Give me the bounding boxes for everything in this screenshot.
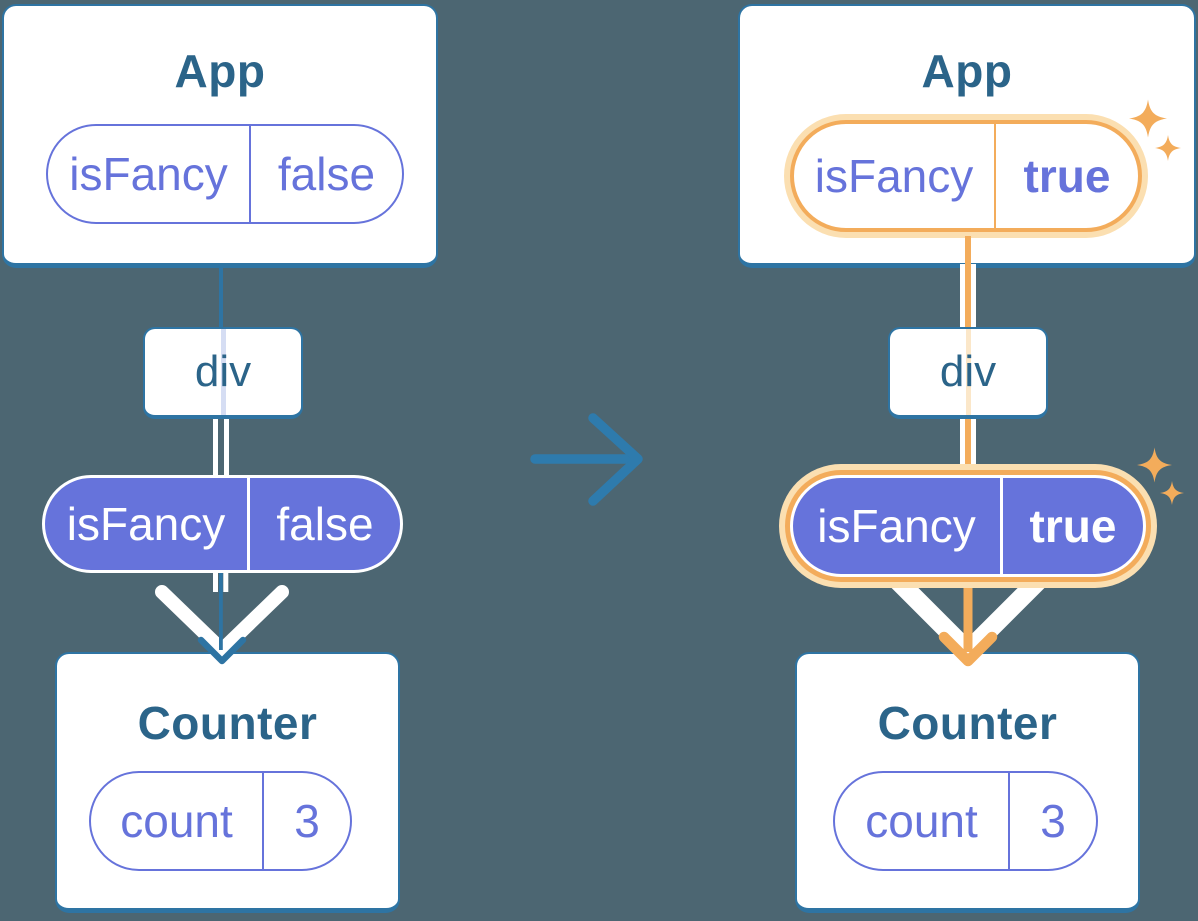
arrow-down-icon [155, 572, 289, 665]
connector-prop-to-box-after [965, 236, 971, 266]
prop-pill-passed-before: isFancy false [42, 475, 403, 573]
connector-app-to-div-after [960, 264, 976, 327]
node-title: Counter [137, 697, 318, 749]
prop-pill-app-before: isFancy false [46, 124, 404, 224]
prop-value: false [277, 148, 376, 200]
prop-value: true [1029, 500, 1117, 552]
arrow-right-icon [530, 413, 643, 506]
node-title: App [921, 45, 1013, 97]
state-key: count [91, 773, 264, 869]
app-node-after: App isFancy true [738, 4, 1196, 268]
node-title: Counter [877, 697, 1058, 749]
state-value: 3 [1040, 795, 1066, 847]
connector-div-to-prop-before [213, 419, 229, 480]
prop-key: isFancy [793, 478, 1003, 574]
prop-key: isFancy [45, 478, 250, 570]
counter-node-before: Counter count 3 [55, 652, 400, 913]
node-title: div [939, 347, 997, 396]
connector-app-to-div-before [219, 265, 223, 327]
div-node-before: div [143, 327, 303, 419]
prop-pass-line [220, 329, 226, 415]
node-title: App [174, 45, 266, 97]
prop-key: isFancy [48, 126, 251, 222]
prop-value: true [1023, 150, 1111, 202]
prop-pill-app-after: isFancy true [790, 120, 1142, 232]
app-node-before: App isFancy false [2, 4, 438, 268]
div-node-after: div [888, 327, 1048, 419]
state-pill-counter-after: count 3 [833, 771, 1098, 871]
state-value: 3 [294, 795, 320, 847]
counter-node-after: Counter count 3 [795, 652, 1140, 913]
node-title: div [194, 347, 252, 396]
prop-key: isFancy [794, 124, 996, 228]
connector-div-to-prop-after [960, 419, 976, 480]
sparkle-icon [1155, 135, 1181, 161]
state-key: count [835, 773, 1010, 869]
prop-value: false [276, 498, 374, 550]
state-pill-counter-before: count 3 [89, 771, 352, 871]
prop-pass-line [965, 329, 971, 415]
sparkle-icon [1137, 447, 1172, 483]
sparkle-icon [1129, 99, 1167, 138]
prop-pill-passed-after: isFancy true [790, 475, 1146, 577]
sparkle-icon [1160, 481, 1184, 505]
